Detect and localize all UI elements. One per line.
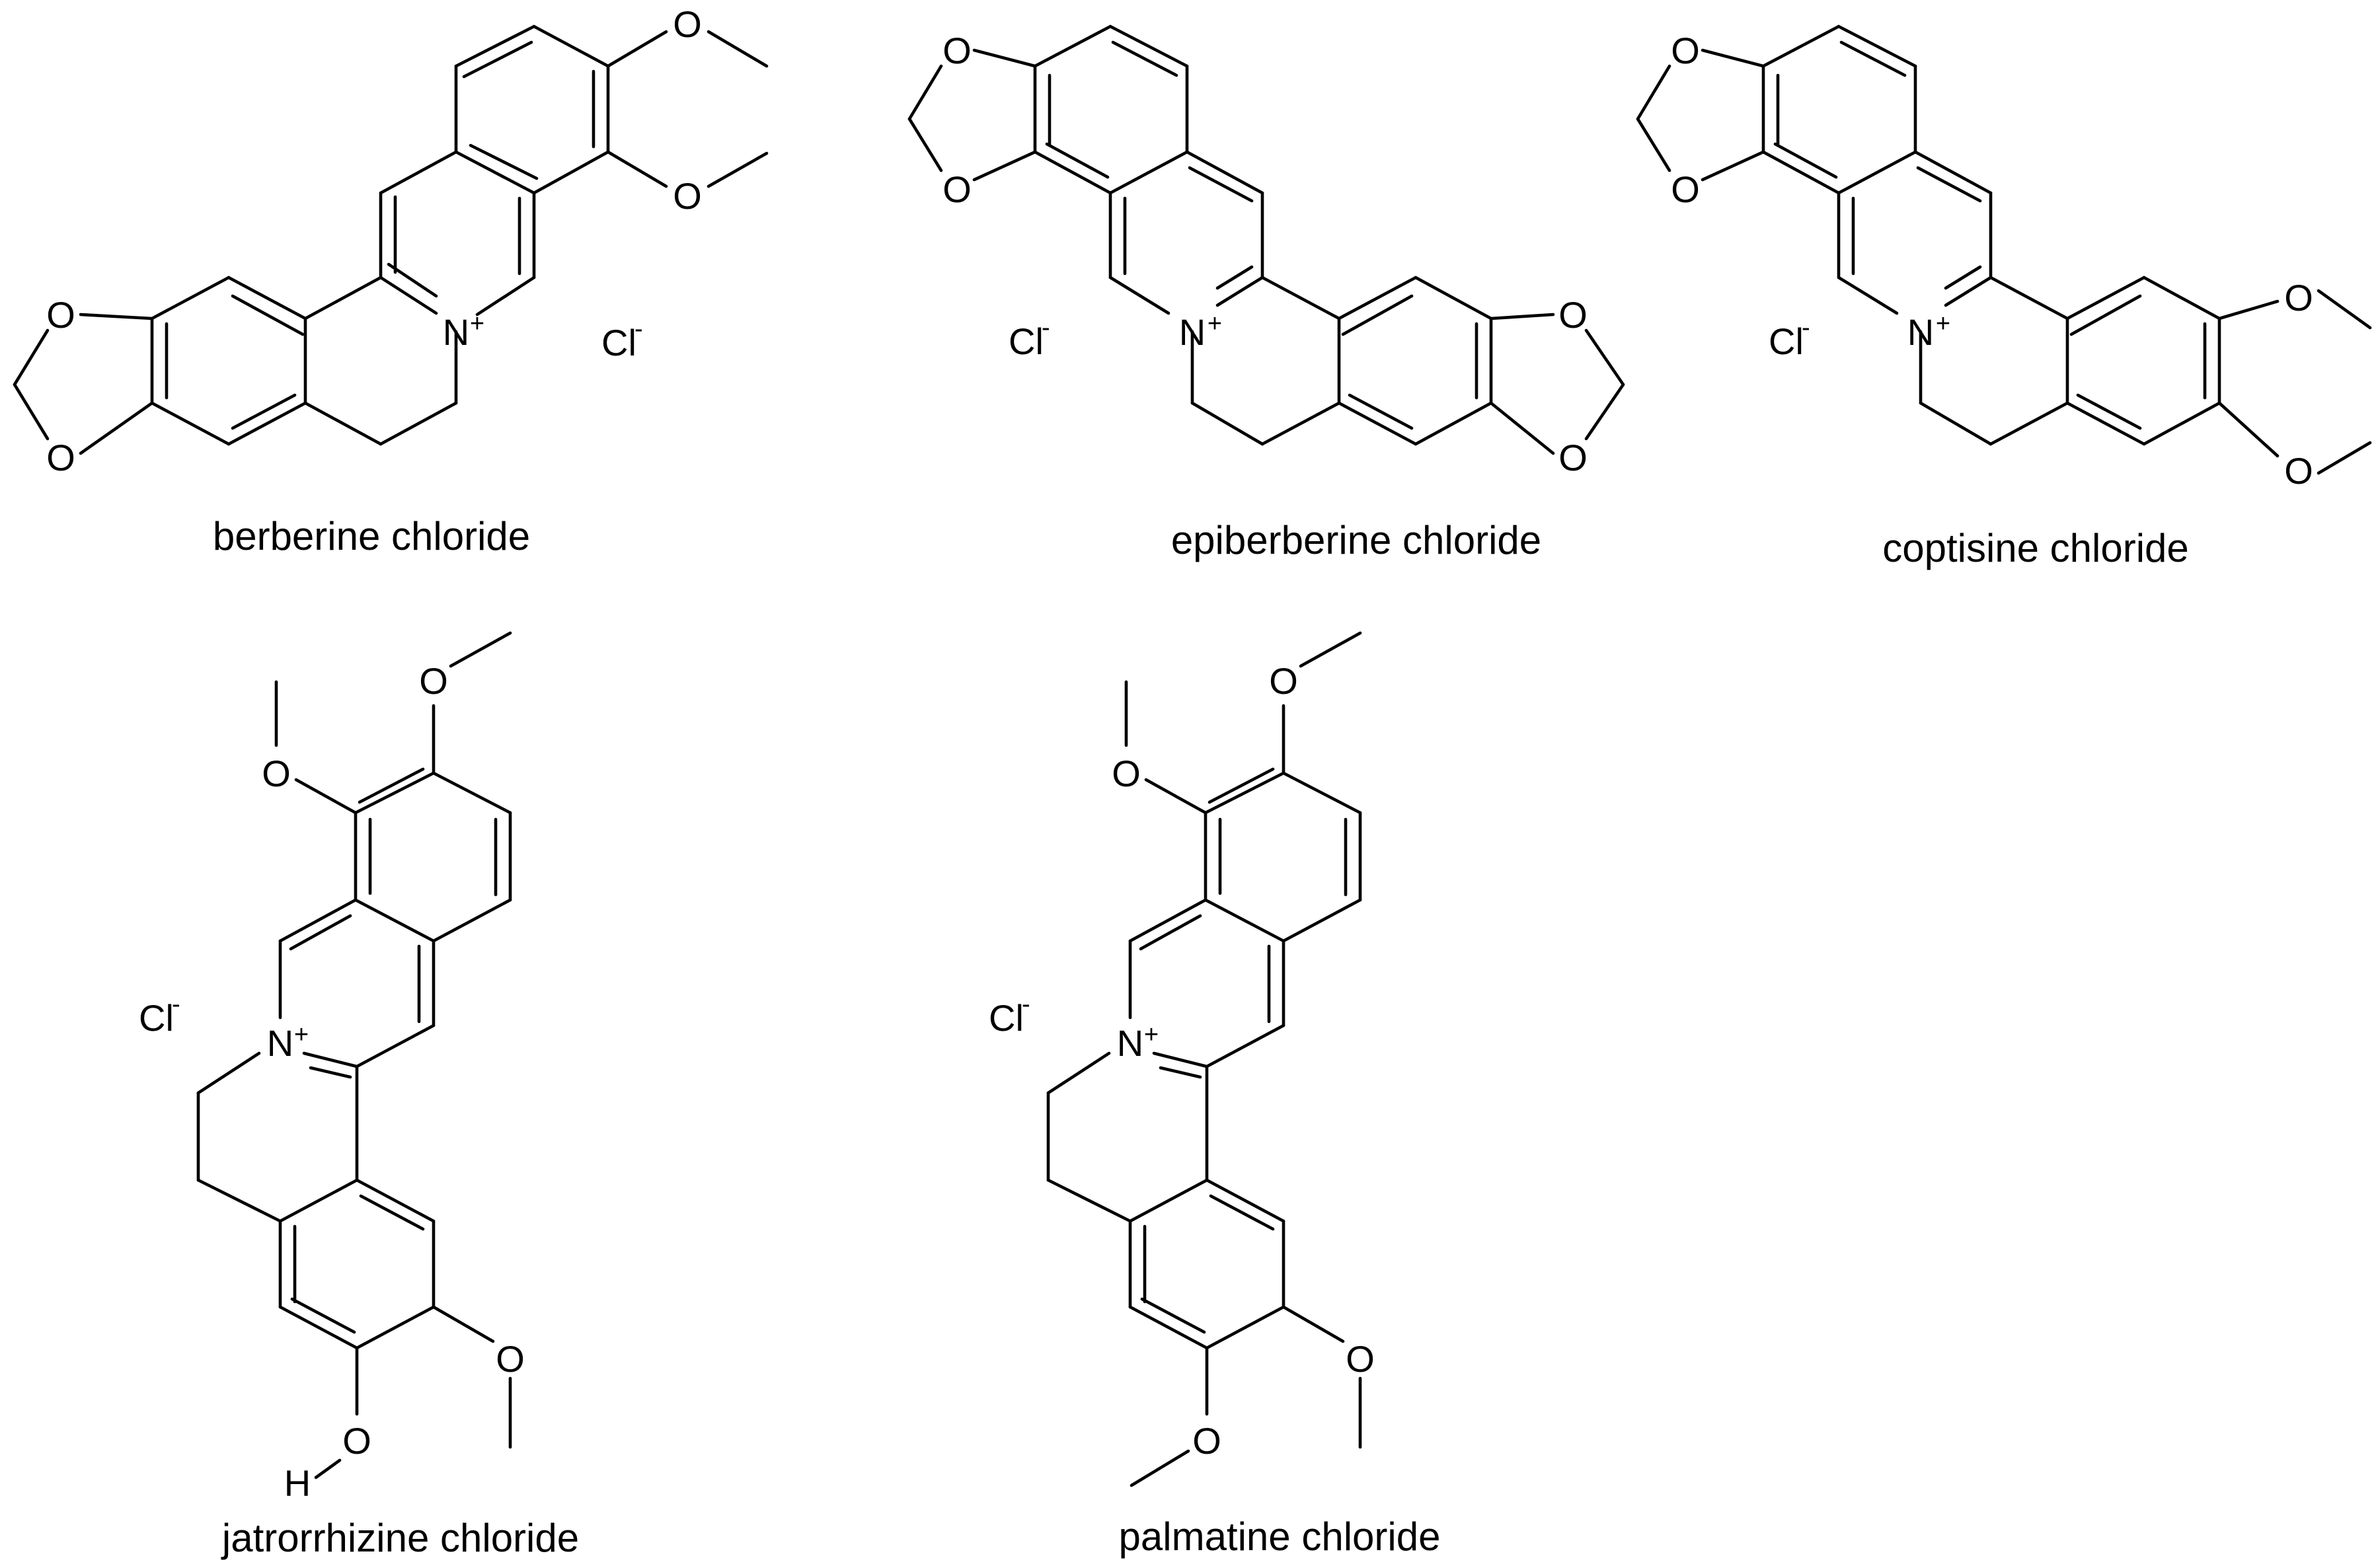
oxygen-label: O (942, 168, 972, 210)
berberine-atom-labels: O O N + O O Cl - (46, 3, 702, 478)
oxygen-label: O (673, 175, 702, 217)
charge-plus: + (470, 310, 484, 338)
jatrorrhizine-atom-labels: O O N + O O H Cl - (139, 660, 525, 1504)
nitrogen-label: N (267, 1022, 293, 1064)
oxygen-label: O (2284, 277, 2313, 318)
chlorine-label: Cl (1009, 320, 1044, 362)
berberine-bonds (13, 24, 769, 455)
charge-minus: - (1042, 314, 1050, 342)
oxygen-label: O (1558, 294, 1588, 336)
oxygen-label: O (1671, 168, 1700, 210)
palmatine-bonds (1046, 631, 1362, 1487)
oxygen-label: O (419, 660, 448, 702)
chlorine-label: Cl (989, 997, 1024, 1039)
epiberberine-atom-labels: O O N + O O Cl - (942, 30, 1588, 478)
berberine-structure: O O N + O O Cl - berberine chloride (13, 3, 769, 558)
coptisine-bonds (1636, 24, 2372, 475)
nitrogen-label: N (443, 311, 469, 353)
oxygen-label: O (46, 437, 75, 478)
compound-caption: epiberberine chloride (1171, 518, 1541, 562)
compound-caption: coptisine chloride (1882, 526, 2189, 570)
oxygen-label: O (496, 1338, 525, 1380)
oxygen-label: O (942, 30, 972, 71)
chlorine-label: Cl (139, 997, 174, 1039)
charge-minus: - (1022, 990, 1030, 1018)
chlorine-label: Cl (601, 322, 636, 363)
epiberberine-bonds (907, 24, 1625, 455)
charge-plus: + (1936, 310, 1950, 338)
charge-plus: + (1144, 1021, 1159, 1049)
oxygen-label: O (1192, 1420, 1221, 1462)
chlorine-label: Cl (1769, 320, 1804, 362)
oxygen-label: O (46, 294, 75, 336)
oxygen-label: O (1671, 30, 1700, 71)
palmatine-atom-labels: O O N + O O Cl - (989, 660, 1375, 1462)
charge-minus: - (634, 315, 643, 343)
oxygen-label: O (1558, 437, 1588, 478)
oxygen-label: O (2284, 450, 2313, 492)
jatrorrhizine-bonds (196, 631, 512, 1449)
jatrorrhizine-structure: O O N + O O H Cl - jatrorrhizine chlorid… (139, 631, 579, 1560)
nitrogen-label: N (1179, 311, 1206, 353)
nitrogen-label: N (1907, 311, 1934, 353)
coptisine-structure: O O N + O O Cl - coptisine chloride (1636, 24, 2372, 570)
compound-caption: jatrorrhizine chloride (221, 1516, 579, 1560)
compound-caption: palmatine chloride (1119, 1514, 1441, 1559)
coptisine-atom-labels: O O N + O O Cl - (1671, 30, 2313, 492)
oh-bond (314, 1458, 342, 1479)
charge-minus: - (172, 990, 180, 1018)
oxygen-label: O (342, 1420, 371, 1462)
oxygen-label: O (1112, 753, 1141, 794)
epiberberine-structure: O O N + O O Cl - epiberberine chloride (907, 24, 1625, 562)
palmatine-structure: O O N + O O Cl - palmatine chloride (989, 631, 1441, 1559)
nitrogen-label: N (1117, 1022, 1143, 1064)
oxygen-label: O (1269, 660, 1298, 702)
oxygen-label: O (673, 3, 702, 45)
charge-minus: - (1802, 314, 1810, 342)
charge-plus: + (1208, 310, 1222, 338)
oxygen-label: O (1346, 1338, 1375, 1380)
compound-caption: berberine chloride (213, 514, 530, 558)
oxygen-label: O (262, 753, 291, 794)
charge-plus: + (294, 1021, 309, 1049)
hydrogen-label: H (284, 1462, 311, 1504)
